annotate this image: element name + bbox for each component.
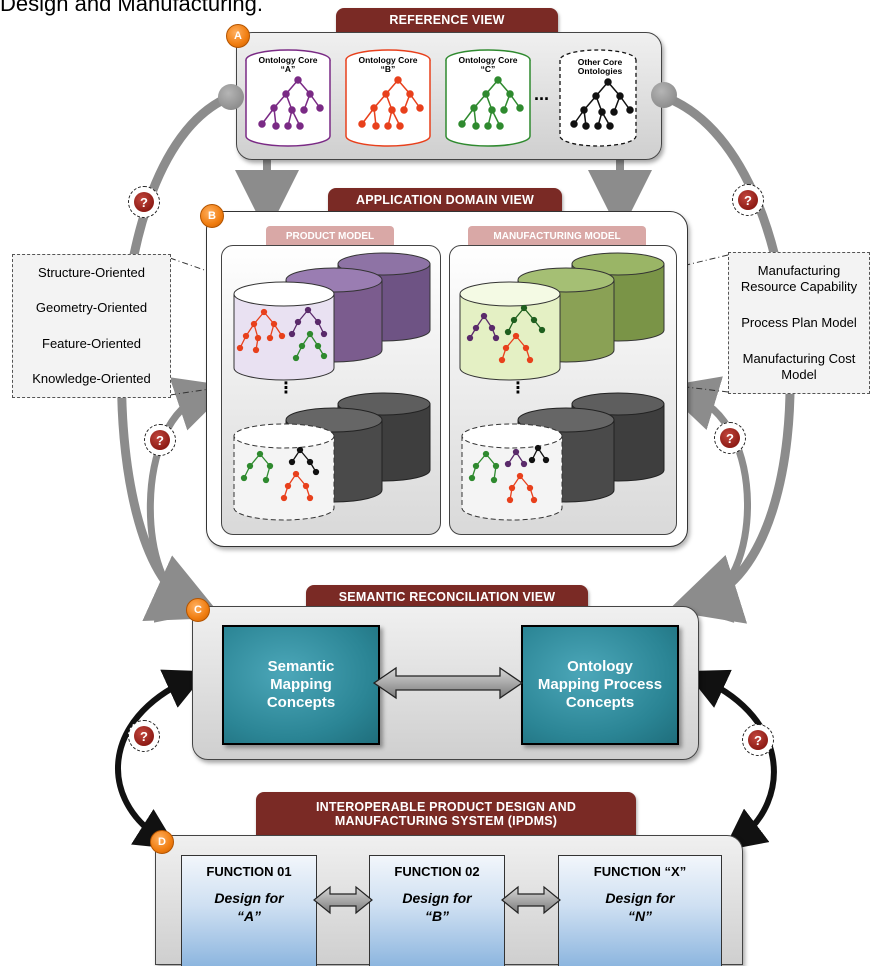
ontology-core-a-label: Ontology Core “A” xyxy=(246,55,330,75)
function-x-box: FUNCTION “X” Design for “N” xyxy=(558,855,722,966)
right-inner-gray-arrow xyxy=(661,376,751,623)
reference-view-tab: REFERENCE VIEW xyxy=(336,8,558,32)
semantic-line3: Concepts xyxy=(266,694,336,711)
aspect-structure-oriented: Structure-Oriented xyxy=(38,265,145,280)
question-marker-low-left: ? xyxy=(128,720,160,752)
badge-a: A xyxy=(226,24,250,48)
product-model-cylinders xyxy=(233,252,431,521)
intro-text-fragment: Design and Manufacturing. xyxy=(0,0,263,16)
product-model-title: PRODUCT MODEL xyxy=(285,230,375,242)
aspect-model: Model xyxy=(781,367,817,382)
other-core-ontologies-cylinder xyxy=(559,49,637,147)
ontology-other-line1: Other Core xyxy=(577,57,623,67)
function-double-arrow-2 xyxy=(501,885,561,915)
ontology-core-c-label: Ontology Core “C” xyxy=(446,55,530,75)
left-black-arrow xyxy=(115,669,208,850)
application-domain-view-title: APPLICATION DOMAIN VIEW xyxy=(356,192,534,207)
semantic-line2: Mapping xyxy=(270,676,332,693)
function-02-line1: Design for xyxy=(402,890,472,906)
question-marker-top-right: ? xyxy=(732,184,764,216)
function-x-line1: Design for xyxy=(605,890,675,906)
function-01-line1: Design for xyxy=(214,890,284,906)
other-core-ontologies-label: Other Core Ontologies xyxy=(562,57,638,77)
function-02-line2: “B” xyxy=(424,908,450,924)
question-marker-mid-right: ? xyxy=(714,422,746,454)
aspect-process-plan-model: Process Plan Model xyxy=(741,315,857,330)
badge-c: C xyxy=(186,598,210,622)
semantic-double-arrow xyxy=(372,666,524,700)
manufacturing-model-title: MANUFACTURING MODEL xyxy=(493,230,621,242)
ipdms-tab: INTEROPERABLE PRODUCT DESIGN AND MANUFAC… xyxy=(256,792,636,836)
semantic-mapping-concepts-box: Semantic Mapping Concepts xyxy=(222,625,380,745)
ontology-core-b-label: Ontology Core “B” xyxy=(346,55,430,75)
question-mark-icon: ? xyxy=(150,430,170,450)
question-mark-icon: ? xyxy=(748,730,768,750)
function-01-line2: “A” xyxy=(236,908,262,924)
ontology-b-line1: Ontology Core xyxy=(358,55,418,65)
ipdms-title-line1: INTEROPERABLE PRODUCT DESIGN AND xyxy=(315,799,577,814)
question-marker-top-left: ? xyxy=(128,186,160,218)
badge-d: D xyxy=(150,830,174,854)
function-01-box: FUNCTION 01 Design for “A” xyxy=(181,855,317,966)
question-mark-icon: ? xyxy=(134,726,154,746)
question-mark-icon: ? xyxy=(134,192,154,212)
function-double-arrow-1 xyxy=(313,885,373,915)
product-dashed-cylinder xyxy=(233,423,335,521)
right-leader-bottom xyxy=(559,371,729,393)
left-inner-gray-arrow xyxy=(146,377,232,623)
aspect-geometry-oriented: Geometry-Oriented xyxy=(35,300,148,315)
question-mark-icon: ? xyxy=(738,190,758,210)
manufacturing-aspects-box: Manufacturing Resource Capability Proces… xyxy=(728,252,870,394)
reference-ellipsis: ... xyxy=(534,84,550,104)
question-marker-low-right: ? xyxy=(742,724,774,756)
right-black-arrow xyxy=(684,669,777,851)
badge-b: B xyxy=(200,204,224,228)
ontology-core-c-cylinder xyxy=(445,49,531,147)
manufacturing-dashed-cylinder xyxy=(461,423,563,521)
question-marker-mid-left: ? xyxy=(144,424,176,456)
function-02-title: FUNCTION 02 xyxy=(394,864,480,879)
aspect-manufacturing-cost: Manufacturing Cost xyxy=(742,351,856,366)
reference-ontology-cylinders xyxy=(245,49,637,147)
ontology-mapping-line1: Ontology xyxy=(567,658,633,675)
ontology-c-line2: “C” xyxy=(480,64,496,75)
function-x-title: FUNCTION “X” xyxy=(593,864,687,879)
manufacturing-front-cylinder xyxy=(459,281,561,381)
ontology-a-line2: “A” xyxy=(280,64,296,75)
manufacturing-vertical-ellipsis: ⋮ xyxy=(510,380,526,397)
manufacturing-model-cylinders xyxy=(459,252,665,521)
product-aspects-box: Structure-Oriented Geometry-Oriented Fea… xyxy=(12,254,171,398)
aspect-feature-oriented: Feature-Oriented xyxy=(42,336,141,351)
ontology-c-line1: Ontology Core xyxy=(458,55,518,65)
ontology-core-a-cylinder xyxy=(245,49,331,147)
application-domain-view-tab: APPLICATION DOMAIN VIEW xyxy=(328,188,562,212)
semantic-reconciliation-view-tab: SEMANTIC RECONCILIATION VIEW xyxy=(306,585,588,609)
semantic-line1: Semantic xyxy=(267,658,335,675)
function-01-title: FUNCTION 01 xyxy=(206,864,292,879)
ontology-b-line2: “B” xyxy=(380,64,396,75)
reference-view-title: REFERENCE VIEW xyxy=(389,12,505,27)
ontology-core-b-cylinder xyxy=(345,49,431,147)
ontology-mapping-line3: Concepts xyxy=(565,694,635,711)
ontology-mapping-process-concepts-box: Ontology Mapping Process Concepts xyxy=(521,625,679,745)
ipdms-title-line2: MANUFACTURING SYSTEM (IPDMS) xyxy=(334,814,558,828)
product-front-cylinder xyxy=(233,281,335,381)
aspect-knowledge-oriented: Knowledge-Oriented xyxy=(32,371,151,386)
ontology-other-line2: Ontologies xyxy=(577,66,623,77)
ontology-mapping-line2: Mapping Process xyxy=(537,676,663,693)
function-x-line2: “N” xyxy=(627,908,653,924)
aspect-manufacturing: Manufacturing xyxy=(757,263,841,278)
manufacturing-model-tab: MANUFACTURING MODEL xyxy=(468,226,646,246)
product-model-tab: PRODUCT MODEL xyxy=(266,226,394,246)
left-connector-knob xyxy=(218,84,244,110)
aspect-resource-capability: Resource Capability xyxy=(740,279,858,294)
ontology-a-line1: Ontology Core xyxy=(258,55,318,65)
right-connector-knob xyxy=(651,82,677,108)
product-vertical-ellipsis: ⋮ xyxy=(278,380,294,397)
function-02-box: FUNCTION 02 Design for “B” xyxy=(369,855,505,966)
semantic-reconciliation-view-title: SEMANTIC RECONCILIATION VIEW xyxy=(338,589,556,604)
question-mark-icon: ? xyxy=(720,428,740,448)
